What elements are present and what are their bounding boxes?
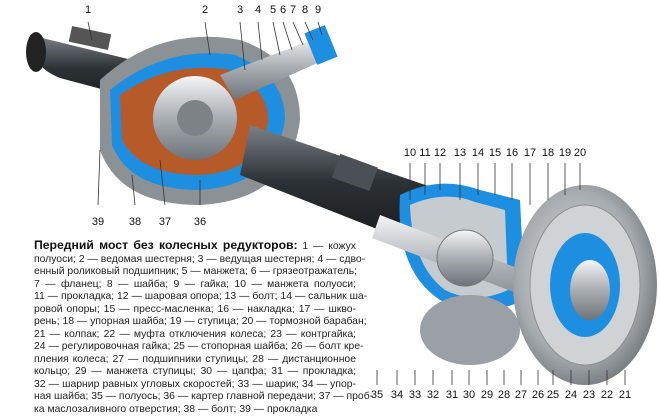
label-4: 4 bbox=[254, 4, 262, 16]
caption-line: енный роликовый подшипник; 5 — манжета; … bbox=[34, 266, 358, 277]
label-33: 33 bbox=[408, 389, 422, 401]
caption-line: 24 — регулировочная гайка; 25 — стопорна… bbox=[34, 341, 364, 352]
label-6: 6 bbox=[279, 4, 287, 16]
caption-line: 7 — фланец; 8 — шайба; 9 — гайка; 10 — м… bbox=[34, 278, 356, 290]
leader-lines bbox=[87, 21, 626, 385]
caption-line: пления колеса; 27 — подшипники ступицы; … bbox=[34, 353, 356, 365]
diagram-caption: Передний мост без колесных редукторов: 1… bbox=[34, 239, 374, 416]
caption-line: 32 — шарнир равных угловых скоростей; 33… bbox=[34, 378, 356, 390]
label-7: 7 bbox=[289, 4, 297, 16]
label-14: 14 bbox=[471, 147, 485, 159]
label-10: 10 bbox=[403, 147, 417, 159]
label-24: 24 bbox=[564, 389, 578, 401]
label-32: 32 bbox=[426, 389, 440, 401]
caption-line: ная шайба; 35 — полуось; 36 — картер гла… bbox=[34, 391, 374, 402]
label-27: 27 bbox=[514, 389, 528, 401]
label-23: 23 bbox=[582, 389, 596, 401]
label-29: 29 bbox=[480, 389, 494, 401]
label-8: 8 bbox=[301, 4, 309, 16]
label-25: 25 bbox=[546, 389, 560, 401]
label-34: 34 bbox=[390, 389, 404, 401]
label-2: 2 bbox=[201, 4, 209, 16]
label-13: 13 bbox=[453, 147, 467, 159]
label-17: 17 bbox=[523, 147, 537, 159]
label-26: 26 bbox=[531, 389, 545, 401]
label-36: 36 bbox=[193, 216, 207, 228]
label-19: 19 bbox=[558, 147, 572, 159]
label-21: 21 bbox=[618, 389, 632, 401]
label-1: 1 bbox=[84, 4, 92, 16]
label-16: 16 bbox=[505, 147, 519, 159]
caption-line: 1 — кожух bbox=[297, 241, 356, 252]
label-31: 31 bbox=[445, 389, 459, 401]
caption-line: 21 — колпак; 22 — муфта отключения колес… bbox=[34, 328, 356, 340]
caption-line: полуоси; 2 — ведомая шестерня; 3 — ведущ… bbox=[34, 253, 366, 265]
caption-line: ка маслозаливного отверстия; 38 — болт; … bbox=[34, 403, 318, 415]
pinion-shaft bbox=[220, 35, 335, 100]
caption-title: Передний мост без колесных редукторов: bbox=[34, 238, 298, 252]
caption-line: 11 — прокладка; 12 — шаровая опора; 13 —… bbox=[34, 291, 368, 302]
label-18: 18 bbox=[541, 147, 555, 159]
label-12: 12 bbox=[433, 147, 447, 159]
label-38: 38 bbox=[128, 216, 142, 228]
label-20: 20 bbox=[573, 147, 587, 159]
label-22: 22 bbox=[600, 389, 614, 401]
caption-line: ровой опоры; 15 — пресс-масленка; 16 — н… bbox=[34, 303, 356, 315]
caption-first-line: Передний мост без колесных редукторов: 1… bbox=[34, 239, 356, 254]
label-9: 9 bbox=[314, 4, 322, 16]
label-3: 3 bbox=[236, 4, 244, 16]
label-5: 5 bbox=[269, 4, 277, 16]
label-15: 15 bbox=[488, 147, 502, 159]
label-28: 28 bbox=[497, 389, 511, 401]
label-37: 37 bbox=[158, 216, 172, 228]
label-39: 39 bbox=[91, 216, 105, 228]
right-axle-housing bbox=[240, 125, 440, 250]
label-11: 11 bbox=[419, 147, 431, 159]
caption-line: рень; 18 — упорная шайба; 19 — ступица; … bbox=[34, 316, 367, 327]
caption-line: кольцо; 29 — манжета ступицы; 30 — цапфа… bbox=[34, 366, 356, 377]
label-35: 35 bbox=[370, 389, 384, 401]
label-30: 30 bbox=[462, 389, 476, 401]
